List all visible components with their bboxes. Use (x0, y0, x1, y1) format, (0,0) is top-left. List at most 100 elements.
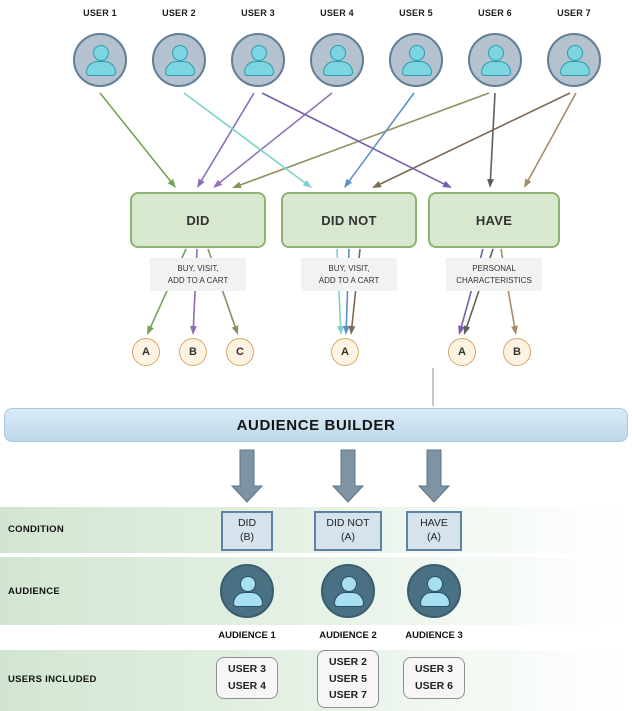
condition-sublabel-have: PERSONAL CHARACTERISTICS (446, 258, 542, 291)
person-icon (244, 45, 274, 76)
user-avatar (310, 33, 364, 87)
audience-circle (407, 564, 461, 618)
audience-label: AUDIENCE 3 (405, 630, 463, 641)
arrow-line (527, 92, 577, 182)
arrowhead (372, 181, 382, 188)
user-node: USER 5 (378, 8, 454, 87)
audience-circle (220, 564, 274, 618)
user-avatar (389, 33, 443, 87)
arrowhead (458, 325, 465, 335)
selected-condition-line: DID NOT (326, 517, 370, 530)
arrowhead (348, 325, 356, 335)
person-icon (420, 576, 450, 607)
arrowhead (147, 325, 154, 335)
arrow-line (378, 92, 571, 186)
user-node: USER 6 (457, 8, 533, 87)
arrow-line (218, 92, 333, 184)
arrow-line (183, 92, 307, 184)
users-included-box: USER 2 USER 5 USER 7 (317, 650, 379, 708)
user-label: USER 5 (399, 8, 433, 18)
included-user: USER 5 (329, 672, 367, 685)
arrow-line (489, 92, 496, 181)
arrow-line (200, 92, 255, 182)
audience-builder-banner: AUDIENCE BUILDER (4, 408, 628, 442)
user-label: USER 6 (478, 8, 512, 18)
flow-arrow (331, 449, 365, 503)
arrowhead (463, 325, 471, 335)
user-label: USER 7 (557, 8, 591, 18)
user-label: USER 1 (83, 8, 117, 18)
included-user: USER 4 (228, 680, 266, 692)
included-user: USER 3 (228, 663, 266, 676)
user-node: USER 2 (141, 8, 217, 87)
arrowhead (232, 181, 242, 189)
selected-condition-did-b: DID (B) (221, 511, 273, 551)
condition-box-did-not: DID NOT (281, 192, 417, 248)
arrowhead (197, 178, 205, 188)
segment-circle: A (331, 338, 359, 366)
flow-arrow (417, 449, 451, 503)
sublabel-line: CHARACTERISTICS (456, 275, 532, 285)
arrowhead (487, 178, 494, 188)
person-icon (233, 576, 263, 607)
selected-condition-line: (A) (341, 531, 355, 543)
user-label: USER 4 (320, 8, 354, 18)
audience-row-label: AUDIENCE (8, 586, 61, 597)
selected-condition-line: DID (237, 517, 257, 530)
arrowhead (344, 178, 353, 188)
arrow-line (99, 92, 172, 183)
user-node: USER 7 (536, 8, 612, 87)
arrow-line (261, 92, 446, 186)
arrowhead (342, 325, 350, 335)
users-included-row-label: USERS INCLUDED (8, 674, 97, 685)
arrowhead (190, 325, 197, 335)
person-icon (481, 45, 511, 76)
included-user: USER 6 (415, 680, 453, 692)
user-avatar (73, 33, 127, 87)
arrowhead (524, 178, 532, 188)
audience-label: AUDIENCE 1 (218, 630, 276, 641)
included-user: USER 7 (329, 689, 367, 702)
users-included-band (0, 650, 632, 711)
user-label: USER 2 (162, 8, 196, 18)
arrowhead (337, 325, 344, 335)
selected-condition-line: HAVE (420, 517, 448, 530)
person-icon (323, 45, 353, 76)
condition-sublabel-did: BUY, VISIT, ADD TO A CART (150, 258, 246, 291)
arrow-line (239, 92, 490, 186)
segment-circle: A (448, 338, 476, 366)
selected-condition-did-not-a: DID NOT (A) (314, 511, 382, 551)
sublabel-line: ADD TO A CART (167, 275, 229, 285)
user-label: USER 3 (241, 8, 275, 18)
included-user: USER 3 (415, 663, 453, 676)
arrowhead (302, 179, 312, 188)
arrowhead (167, 178, 176, 188)
user-node: USER 1 (62, 8, 138, 87)
selected-condition-line: (A) (427, 531, 441, 543)
selected-condition-line: (B) (240, 531, 254, 543)
condition-sublabel-did-not: BUY, VISIT, ADD TO A CART (301, 258, 397, 291)
condition-box-have: HAVE (428, 192, 560, 248)
person-icon (165, 45, 195, 76)
selected-condition-have-a: HAVE (A) (406, 511, 462, 551)
segment-circle: B (503, 338, 531, 366)
user-avatar (152, 33, 206, 87)
person-icon (86, 45, 116, 76)
segment-circle: B (179, 338, 207, 366)
person-icon (334, 576, 364, 607)
sublabel-line: PERSONAL (472, 264, 516, 274)
user-node: USER 4 (299, 8, 375, 87)
sublabel-line: BUY, VISIT, (328, 264, 370, 274)
person-icon (402, 45, 432, 76)
sublabel-line: BUY, VISIT, (177, 264, 219, 274)
arrow-line (348, 92, 415, 183)
flow-arrow (230, 449, 264, 503)
included-user: USER 2 (329, 655, 367, 668)
users-included-box: USER 3 USER 6 (403, 657, 465, 699)
audience-band (0, 557, 632, 625)
users-included-box: USER 3 USER 4 (216, 657, 278, 699)
user-avatar (547, 33, 601, 87)
audience-label: AUDIENCE 2 (319, 630, 377, 641)
arrowhead (442, 180, 452, 188)
user-node: USER 3 (220, 8, 296, 87)
